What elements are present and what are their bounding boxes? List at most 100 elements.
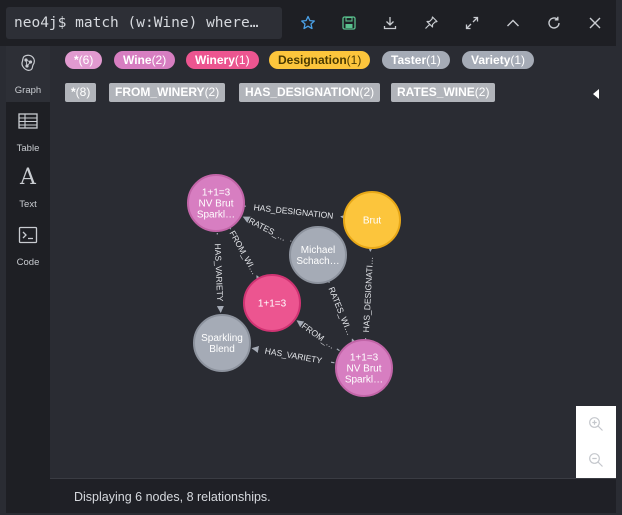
sidebar-item-graph[interactable]: Graph	[6, 46, 50, 102]
frame-header: neo4j$ match (w:Wine) where…	[0, 0, 622, 46]
zoom-out-icon[interactable]	[576, 442, 616, 478]
sidebar-item-label: Graph	[6, 85, 50, 96]
graph-node[interactable]: 1+1=3NV BrutSparkl…	[188, 175, 244, 231]
relationship-arrow[interactable]	[257, 276, 258, 278]
relationship-label: RATES_…	[247, 215, 288, 243]
sidebar-item-text[interactable]: A Text	[6, 160, 50, 216]
relationship-line[interactable]	[337, 349, 340, 351]
relationship-label: FROM_…	[300, 321, 337, 351]
relationship[interactable]: HAS_VARIETY	[253, 346, 335, 366]
relationship-label: HAS_VARIETY	[213, 243, 225, 302]
label-count: (6)	[79, 53, 94, 67]
rel-count: (8)	[76, 85, 91, 99]
sidebar-item-code[interactable]: Code	[6, 218, 50, 274]
label-name: Winery	[195, 53, 235, 67]
label-name: Designation	[278, 53, 347, 67]
relationship-arrow[interactable]	[352, 339, 353, 340]
legend-rel-from-winery[interactable]: FROM_WINERY(2)	[109, 83, 225, 102]
graph-node[interactable]: MichaelSchach…	[290, 227, 346, 283]
relationship-label: HAS_DESIGNATI…	[361, 256, 375, 332]
pin-icon[interactable]	[420, 12, 442, 34]
label-count: (2)	[152, 53, 167, 67]
query-editor[interactable]: neo4j$ match (w:Wine) where…	[6, 7, 282, 39]
status-bar: Displaying 6 nodes, 8 relationships.	[50, 478, 616, 513]
collapse-legend-icon[interactable]	[590, 87, 602, 101]
relationship[interactable]: RATES_WI…	[327, 281, 356, 340]
query-prompt: neo4j$	[14, 15, 66, 31]
sidebar-item-label: Table	[6, 143, 50, 154]
relationship-label: HAS_VARIETY	[264, 346, 323, 366]
query-text: match (w:Wine) where…	[75, 15, 258, 31]
relationship-label: HAS_DESIGNATION	[253, 202, 334, 221]
legend-label-all[interactable]: *(6)	[65, 51, 102, 69]
label-count: (1)	[426, 53, 441, 67]
label-name: Wine	[123, 53, 152, 67]
star-icon[interactable]	[297, 12, 319, 34]
relationship[interactable]: FROM_…	[297, 321, 339, 351]
frame-right-edge	[616, 0, 622, 513]
node-caption: Blend	[209, 344, 235, 355]
collapse-up-icon[interactable]	[502, 12, 524, 34]
relationship[interactable]: HAS_DESIGNATI…	[361, 247, 375, 342]
legend-label-variety[interactable]: Variety(1)	[462, 51, 534, 69]
relationship[interactable]: FROM_WI…	[228, 227, 260, 277]
relationship-line[interactable]	[331, 362, 334, 363]
relationship-label: RATES_WI…	[327, 285, 356, 336]
close-icon[interactable]	[584, 12, 606, 34]
save-icon[interactable]	[338, 12, 360, 34]
label-count: (1)	[347, 53, 362, 67]
graph-node[interactable]: 1+1=3	[244, 275, 300, 331]
label-count: (1)	[235, 53, 250, 67]
node-caption: Schach…	[296, 256, 339, 267]
node-caption: Sparkl…	[345, 375, 383, 386]
node-caption: Sparkl…	[197, 210, 235, 221]
refresh-icon[interactable]	[543, 12, 565, 34]
label-count: (1)	[510, 53, 525, 67]
label-name: Variety	[471, 53, 510, 67]
sidebar-item-label: Code	[6, 257, 50, 268]
node-caption: 1+1=3	[258, 299, 287, 310]
relationship[interactable]: RATES_…	[244, 215, 292, 243]
zoom-controls	[576, 406, 616, 478]
expand-icon[interactable]	[461, 12, 483, 34]
graph-node[interactable]: 1+1=3NV BrutSparkl…	[336, 340, 392, 396]
sidebar-item-label: Text	[6, 199, 50, 210]
code-icon	[17, 224, 39, 246]
relationship-arrow[interactable]	[297, 321, 300, 323]
view-sidebar: Graph Table A Text Code	[6, 46, 50, 513]
legend-label-taster[interactable]: Taster(1)	[382, 51, 450, 69]
zoom-in-icon[interactable]	[576, 406, 616, 442]
rel-name: FROM_WINERY	[115, 85, 205, 99]
graph-icon	[17, 52, 39, 74]
rel-name: RATES_WINE	[397, 85, 475, 99]
relationship[interactable]: HAS_VARIETY	[213, 233, 225, 312]
label-name: Taster	[391, 53, 426, 67]
node-caption: 1+1=3	[202, 188, 231, 199]
rel-name: HAS_DESIGNATION	[245, 85, 359, 99]
download-icon[interactable]	[379, 12, 401, 34]
legend-rel-all[interactable]: *(8)	[65, 83, 96, 102]
legend-label-designation[interactable]: Designation(1)	[269, 51, 370, 69]
legend-label-wine[interactable]: Wine(2)	[114, 51, 175, 69]
text-icon: A	[17, 166, 39, 188]
table-icon	[17, 110, 39, 132]
node-caption: Brut	[363, 216, 382, 227]
graph-legend: *(6) Wine(2) Winery(1) Designation(1) Ta…	[50, 46, 616, 108]
legend-rel-has-designation[interactable]: HAS_DESIGNATION(2)	[239, 83, 380, 102]
node-caption: Michael	[301, 245, 335, 256]
sidebar-item-table[interactable]: Table	[6, 104, 50, 160]
graph-svg[interactable]: HAS_DESIGNATIONRATES_…FROM_WI…HAS_VARIET…	[50, 108, 616, 478]
node-caption: NV Brut	[198, 199, 233, 210]
node-caption: Sparkling	[201, 333, 243, 344]
relationship-arrow[interactable]	[253, 348, 256, 349]
status-text: Displaying 6 nodes, 8 relationships.	[74, 490, 271, 504]
graph-node[interactable]: Brut	[344, 192, 400, 248]
node-caption: NV Brut	[346, 364, 381, 375]
rel-count: (2)	[205, 85, 220, 99]
node-caption: 1+1=3	[350, 353, 379, 364]
legend-label-winery[interactable]: Winery(1)	[186, 51, 259, 69]
rel-count: (2)	[359, 85, 374, 99]
legend-rel-rates-wine[interactable]: RATES_WINE(2)	[391, 83, 495, 102]
